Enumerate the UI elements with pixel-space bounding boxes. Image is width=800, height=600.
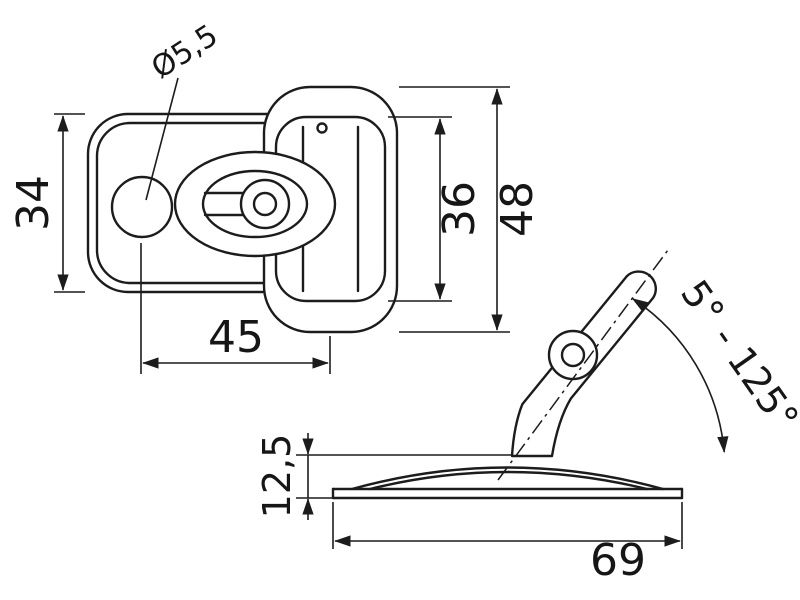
top-view xyxy=(86,85,399,334)
angle-range-label: 5° - 125° xyxy=(672,272,800,439)
dim-body-width: 34 xyxy=(8,113,85,293)
arm-centerline xyxy=(497,249,669,481)
base-dome-inner-outline xyxy=(368,470,649,491)
dim-bail-outer: 48 xyxy=(399,86,543,333)
lever-inner-outline xyxy=(201,169,309,239)
dim-hole-offset: 45 xyxy=(140,243,331,374)
lever-pivot-outer xyxy=(239,178,291,230)
leader-line xyxy=(145,77,179,201)
bail-rivet-dot xyxy=(316,122,328,134)
dim-base-height: 12,5 xyxy=(255,433,512,520)
base-length-label: 69 xyxy=(590,535,646,586)
dimension-annotations: 34 Ø5,5 36 48 45 xyxy=(8,18,800,586)
base-dome-outline xyxy=(350,466,665,491)
body-width-label: 34 xyxy=(8,175,59,231)
dim-bail-inner: 36 xyxy=(388,116,485,302)
bail-outer-label: 48 xyxy=(492,181,543,237)
lever-pivot-inner xyxy=(252,191,278,217)
dim-base-length: 69 xyxy=(332,502,683,586)
hole-offset-label: 45 xyxy=(208,312,264,363)
arm-boss-inner xyxy=(560,342,586,368)
angle-arc xyxy=(631,297,729,453)
dim-angle-range: 5° - 125° xyxy=(631,272,800,453)
mounting-hole xyxy=(110,175,174,239)
side-view xyxy=(331,249,684,500)
bail-inner-label: 36 xyxy=(434,181,485,237)
lever xyxy=(173,150,337,258)
hole-diameter-label: Ø5,5 xyxy=(145,18,224,86)
base-height-label: 12,5 xyxy=(255,434,299,519)
